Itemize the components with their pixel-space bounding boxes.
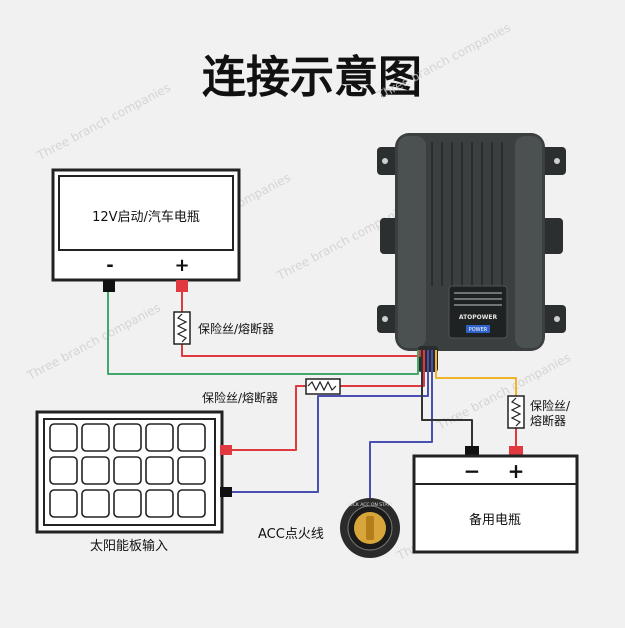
solar-panel-label: 太阳能板输入 (90, 538, 168, 554)
solar-cell (49, 456, 78, 485)
solar-cell (81, 456, 110, 485)
backup-negative-terminal (465, 446, 479, 456)
solar-cell (49, 423, 78, 452)
solar-cell (145, 423, 174, 452)
fuse-right: 保险丝/ 熔断器 (507, 395, 571, 429)
backup-minus: − (464, 459, 481, 483)
solar-cell (177, 423, 206, 452)
solar-cell (145, 456, 174, 485)
car-battery-positive-terminal (176, 280, 188, 292)
device-power-label: POWER (469, 327, 488, 333)
solar-cell (113, 489, 142, 518)
svg-text:保险丝/熔断器: 保险丝/熔断器 (198, 321, 274, 336)
fuse-left: 保险丝/熔断器 (173, 311, 274, 345)
svg-text:保险丝/熔断器: 保险丝/熔断器 (202, 390, 278, 405)
backup-battery: − + 备用电瓶 (412, 446, 579, 554)
solar-positive-terminal (220, 445, 232, 455)
solar-cell (113, 423, 142, 452)
car-battery-negative-terminal (103, 280, 115, 292)
device-brand-label: ATOPOWER (459, 314, 498, 321)
fuse-middle: 保险丝/熔断器 (202, 378, 341, 405)
car-battery-label: 12V启动/汽车电瓶 (92, 209, 200, 225)
solar-cell (81, 489, 110, 518)
svg-text:Three branch companies: Three branch companies (34, 80, 173, 163)
car-battery: 12V启动/汽车电瓶 - + (51, 168, 241, 292)
wires (107, 290, 517, 500)
solar-cell (177, 489, 206, 518)
solar-panel: 太阳能板输入 (35, 410, 232, 554)
acc-ignition-switch: LOCK ACC ON START ACC点火线 (258, 498, 400, 558)
dc-charger-device: ATOPOWER POWER (377, 133, 566, 372)
svg-text:熔断器: 熔断器 (530, 413, 566, 428)
solar-cell (145, 489, 174, 518)
acc-switch-text: LOCK ACC ON START (347, 502, 394, 508)
solar-cell (49, 489, 78, 518)
solar-cell (81, 423, 110, 452)
backup-battery-label: 备用电瓶 (469, 512, 521, 528)
svg-text:保险丝/: 保险丝/ (530, 398, 571, 413)
svg-text:Three branch companies: Three branch companies (24, 300, 163, 383)
solar-cell (177, 456, 206, 485)
backup-plus: + (508, 459, 525, 483)
solar-cell (113, 456, 142, 485)
solar-negative-terminal (220, 487, 232, 497)
car-battery-minus: - (106, 255, 113, 276)
acc-label: ACC点火线 (258, 527, 324, 542)
backup-positive-terminal (509, 446, 523, 456)
diagram-title: 连接示意图 (202, 52, 422, 103)
car-battery-plus: + (174, 255, 189, 276)
